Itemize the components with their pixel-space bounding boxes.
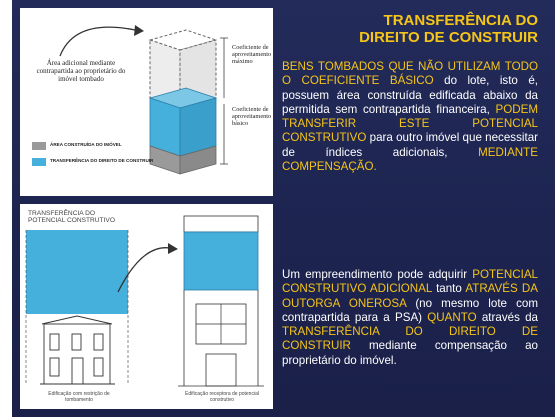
illustration-coefficient-diagram: Área adicional mediante contrapartida ao…	[20, 8, 273, 196]
heading-line-1: TRANSFERÊNCIA DO	[383, 12, 538, 29]
illustration-transfer-sketch: TRANSFERÊNCIA DO POTENCIAL CONSTRUTIVO E…	[20, 204, 273, 409]
coefficient-drawing	[32, 25, 228, 175]
p1-segment-1: do lote, isto é, possuem área construída…	[282, 74, 538, 116]
p2-segment-1: POTENCIAL CONSTRUTIVO ADICIONAL	[282, 268, 538, 296]
p1-segment-2: PODEM TRANSFERIR ESTE POTENCIAL CONSTRUT…	[282, 102, 538, 145]
max-volume-left	[149, 39, 181, 109]
p2-segment-6: através da	[476, 310, 538, 324]
p2-segment-7: TRANSFERÊNCIA DO DIREITO DE CONSTRUIR	[282, 325, 538, 353]
legend-swatch-transfer	[32, 158, 46, 166]
p2-segment-5: QUANTO	[427, 310, 477, 324]
label-coef-basic: Coeficiente de aproveitamento básico	[232, 106, 272, 128]
p1-segment-4: MEDIANTE COMPENSAÇÃO.	[282, 145, 538, 174]
caption-historic-building: Edificação com restrição de tombamento	[48, 391, 110, 403]
historic-house	[40, 315, 115, 385]
transfer-sketch-drawing	[25, 215, 264, 387]
slide-heading: TRANSFERÊNCIA DO DIREITO DE CONSTRUIR	[290, 12, 538, 46]
legend-swatch-built	[32, 142, 46, 150]
figure-bottom-title: TRANSFERÊNCIA DO POTENCIAL CONSTRUTIVO	[28, 210, 115, 225]
p2-segment-4: (no mesmo lote com contrapartida para a …	[282, 296, 539, 324]
paragraph-bens-tombados: BENS TOMBADOS QUE NÃO UTILIZAM TODO O CO…	[282, 60, 538, 174]
arrow-head	[134, 25, 144, 36]
heading-line-2: DIREITO DE CONSTRUIR	[359, 29, 538, 46]
arrow-curve	[59, 26, 136, 57]
caption-receiving-building: Edificação receptora de potencial constr…	[185, 391, 259, 403]
p2-segment-0: Um empreendimento pode adquirir	[282, 268, 473, 281]
p1-segment-3: para outro imóvel que necessitar de índi…	[282, 131, 538, 159]
p2-segment-3: ATRAVÉS DA OUTORGA ONEROSA	[282, 282, 538, 310]
p2-segment-8: mediante compensação ao proprietário do …	[282, 339, 538, 367]
transfer-arrow-head	[168, 243, 178, 254]
receiver-tower-top	[183, 215, 259, 233]
built-volume-right	[179, 145, 217, 175]
receiver-door	[205, 353, 237, 387]
receiver-added-potential	[183, 231, 259, 291]
legend-label-transfer: TRANSFERÊNCIA DO DIREITO DE CONSTRUIR	[50, 158, 154, 163]
transfer-arrow-curve	[117, 247, 171, 293]
label-additional-area: Área adicional mediante contrapartida ao…	[36, 59, 126, 83]
label-coef-max: Coeficiente de aproveitamento máximo	[232, 44, 272, 66]
p1-segment-0: BENS TOMBADOS QUE NÃO UTILIZAM TODO O CO…	[282, 60, 538, 88]
paragraph-empreendimento: Um empreendimento pode adquirir POTENCIA…	[282, 268, 538, 368]
transfer-block-left	[26, 230, 128, 314]
p2-segment-2: tanto	[431, 282, 466, 296]
legend-label-built: ÁREA CONSTRUÍDA DO IMÓVEL	[50, 142, 122, 147]
